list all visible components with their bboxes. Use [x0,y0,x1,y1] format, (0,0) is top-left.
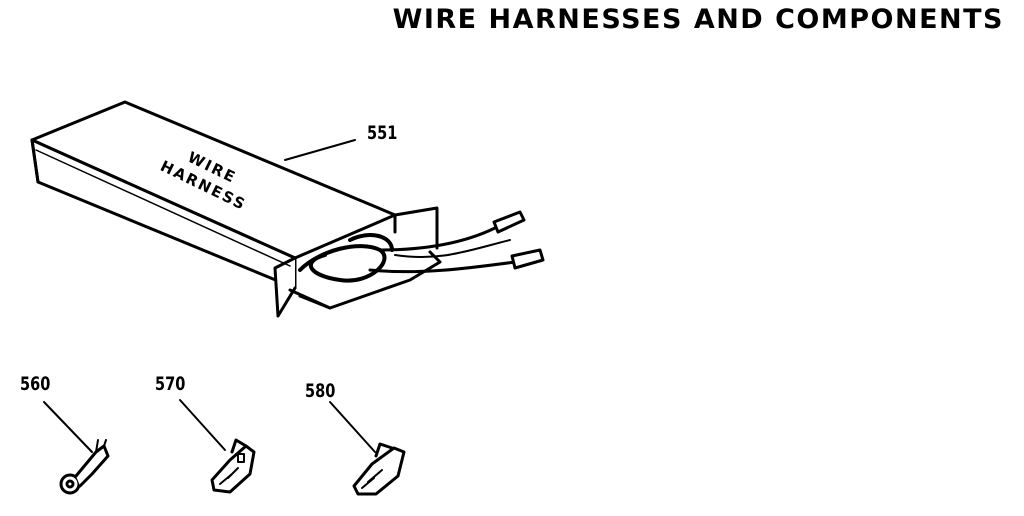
harness-wires [298,210,545,283]
female-terminal-570 [179,399,256,494]
ring-terminal-560 [43,401,110,495]
callout-560: 560 [20,373,51,395]
diagram-title: WIRE HARNESSES AND COMPONENTS [392,4,1004,35]
female-terminal-580 [329,401,406,496]
wire-harness-box [30,100,442,318]
callout-551: 551 [367,122,398,144]
callout-570: 570 [155,373,186,395]
callout-580: 580 [305,380,336,402]
